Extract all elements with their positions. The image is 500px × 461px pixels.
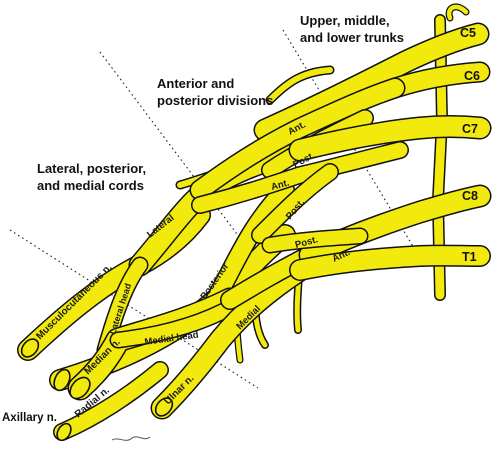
cords-heading-line2: and medial cords <box>37 178 144 193</box>
trunks-heading-line2: and lower trunks <box>300 30 404 45</box>
t1-root <box>289 244 491 281</box>
trunks-heading-line1: Upper, middle, <box>300 13 390 28</box>
axillary-nerve <box>53 361 169 441</box>
nerve-bundle <box>17 22 492 442</box>
upper-trunk <box>253 22 490 142</box>
ulnar-nerve-end <box>154 397 174 417</box>
artist-signature <box>111 436 151 441</box>
cords-heading-line1: Lateral, posterior, <box>37 161 146 176</box>
divisions-heading-line1: Anterior and <box>157 76 234 91</box>
root-label-t1: T1 <box>462 250 477 264</box>
root-label-c6: C6 <box>464 69 480 83</box>
posterior-cord <box>205 180 295 310</box>
axillary-nerve-end <box>56 422 72 442</box>
radial-nerve-end <box>53 368 71 392</box>
medial-head <box>109 296 244 349</box>
root-label-c8: C8 <box>462 189 478 203</box>
anterior-division-upper <box>189 77 406 201</box>
ant-middle-label: Ant. <box>270 177 291 192</box>
musculocutaneous-nerve-end <box>20 338 40 358</box>
divisions-heading-line2: posterior divisions <box>157 93 273 108</box>
ulnar-nerve <box>150 258 312 420</box>
middle-trunk <box>288 115 492 162</box>
posterior-division-middle <box>251 163 339 244</box>
posterior-division-lower <box>261 227 369 254</box>
root-label-c7: C7 <box>462 122 478 136</box>
anterior-division-middle <box>191 141 409 214</box>
axillary-nerve-label: Axillary n. <box>2 412 57 424</box>
root-label-c5: C5 <box>460 26 476 40</box>
median-nerve-end <box>69 376 91 400</box>
